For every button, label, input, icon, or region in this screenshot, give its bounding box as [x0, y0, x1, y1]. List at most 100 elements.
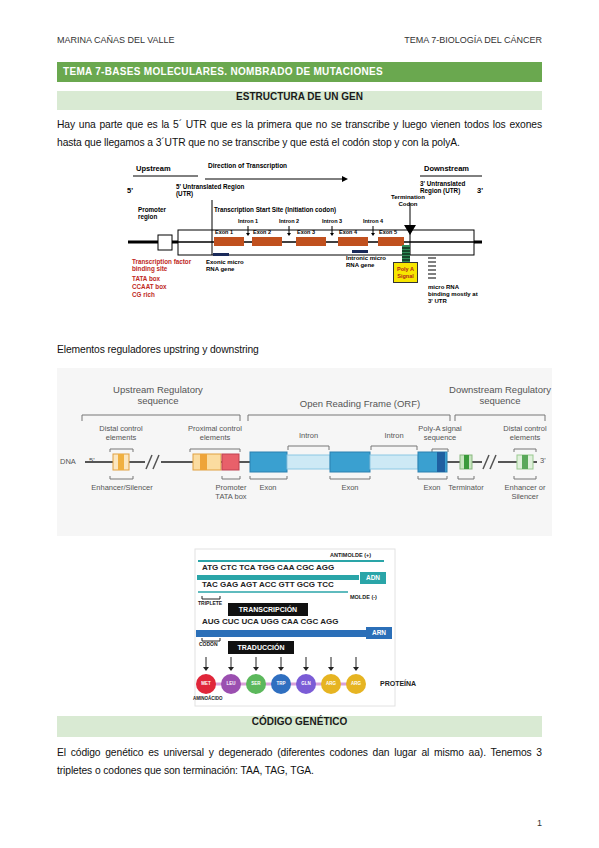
node-text: ADN: [366, 574, 380, 581]
intron-label: Intron 2: [275, 218, 303, 224]
regulatory-sequence-figure-part: [193, 454, 221, 470]
amino-acid-circle: SER: [246, 674, 266, 694]
gene-structure-figure-part: [402, 245, 410, 262]
body-text: El código genético es universal y degene…: [57, 744, 542, 780]
gene-structure-figure-part: [330, 233, 334, 236]
element-label: Enhancer or Silencer: [500, 484, 550, 501]
gene-structure-figure-part: [404, 225, 416, 235]
codon-label: Termination Codon: [386, 194, 430, 207]
promoter-element: CCAAT box: [132, 283, 202, 290]
gene-structure-figure-part: [338, 237, 368, 246]
amino-acid-circle: GLN: [296, 674, 316, 694]
process-box: TRANSCRIPCIÓN: [228, 603, 308, 616]
regulatory-sequence-figure-part: [437, 452, 445, 472]
gene-structure-figure-part: [213, 253, 229, 256]
gene-structure-figure-part: [289, 226, 290, 233]
node-text: Poly A Signal: [395, 266, 416, 278]
promoter-element: Transcription factor binding site: [132, 258, 202, 272]
mirna-label: micro RNA binding mostly at 3' UTR: [428, 284, 478, 305]
regulatory-sequence-figure-part: [250, 452, 287, 472]
node-text: TRADUCCIÓN: [237, 644, 284, 652]
page-number: 1: [530, 818, 542, 829]
element-label: Distal control elements: [91, 425, 151, 442]
intron-label: Intron 3: [318, 218, 346, 224]
promoter-element: CG rich: [132, 291, 202, 298]
strand-end: 5': [127, 187, 137, 195]
node-text: TRANSCRIPCIÓN: [239, 606, 297, 614]
regulatory-sequence-figure-part: [113, 454, 129, 470]
regulatory-sequence-figure-part: [482, 455, 498, 469]
central-dogma-figure-part: [197, 575, 359, 580]
gene-structure-figure-part: [402, 248, 410, 260]
gene-structure-figure-part: [352, 250, 368, 253]
gene-structure-figure-part: [205, 179, 342, 180]
central-dogma-figure-part: [195, 549, 395, 706]
gene-structure-figure-part: [126, 157, 484, 332]
node-text: ESTRUCTURA DE UN GEN: [236, 91, 363, 102]
gene-structure-figure-part: [428, 258, 436, 278]
body-text: Hay una parte que es la 5´ UTR que es la…: [57, 116, 542, 152]
header-topic: TEMA 7-BIOLOGÍA DEL CÁNCER: [300, 35, 542, 46]
regulatory-sequence-figure-part: [460, 455, 472, 469]
exon-label: Exon 5: [379, 229, 407, 235]
section-band: ESTRUCTURA DE UN GEN: [57, 91, 542, 110]
gene-structure-figure-part: [373, 226, 374, 233]
gene-structure-figure-part: [296, 237, 326, 246]
header-author: MARINA CAÑAS DEL VALLE: [57, 35, 307, 46]
gene-structure-figure-part: [332, 226, 333, 233]
node-text: ARG: [351, 682, 361, 687]
element-label: Intron: [280, 432, 337, 441]
regulatory-sequence-figure-part: [200, 454, 207, 470]
gene-structure-figure-part: [133, 176, 198, 177]
regulatory-sequence-figure-part: [464, 455, 469, 469]
regulatory-sequence-figure-part: [370, 455, 418, 469]
process-box: TRADUCCIÓN: [228, 641, 294, 654]
regulatory-sequence-figure-part: [330, 452, 370, 472]
arrow-label: Direction of Transcription: [208, 162, 338, 169]
regulatory-sequence-figure-part: [222, 454, 239, 470]
element-label: Exon: [330, 484, 370, 493]
section-title: TEMA 7-BASES MOLECULARES. NOMBRADO DE MU…: [57, 62, 542, 82]
gene-structure-figure-part: [248, 226, 249, 233]
amino-acid-circle: TRP: [271, 674, 291, 694]
gene-structure-figure-part: [214, 237, 244, 246]
element-label: Poly-A signal sequence: [410, 425, 470, 442]
regulatory-sequence-figure-part: [483, 455, 496, 469]
strand-note: MOLDE (-): [350, 594, 390, 600]
rna-sequence: AUG CUC UCA UGG CAA CGC AGG: [202, 618, 362, 627]
section-band: CÓDIGO GENÉTICO: [57, 716, 542, 737]
node-text: TRP: [277, 682, 286, 687]
dna-sequence: ATG CTC TCA TGG CAA CGC AGG: [202, 564, 362, 573]
node-text: SER: [251, 682, 260, 687]
central-dogma-figure-part: [202, 638, 220, 641]
product-label: PROTEÍNA: [380, 680, 425, 688]
gene-structure-figure-part: [212, 200, 213, 255]
gene-structure-figure-part: [178, 230, 474, 255]
regulatory-sequence-figure-part: [146, 455, 159, 469]
intron-label: Intron 4: [359, 218, 387, 224]
node-text: ARG: [326, 682, 336, 687]
central-dogma-figure: [195, 549, 395, 706]
gene-structure-figure-part: [287, 233, 291, 236]
regulatory-sequence-figure-part: [82, 415, 545, 421]
dna-sequence: TAC GAG AGT ACC GTT GCG TCC: [202, 581, 362, 590]
promoter-element: TATA box: [132, 275, 202, 282]
gene-structure-figure-part: [158, 235, 172, 250]
body-text: Elementos reguladores upstring y downstr…: [57, 343, 542, 356]
strand-note: TRIPLETE: [198, 601, 230, 607]
strand-note: ANTIMOLDE (+): [330, 552, 385, 558]
exon-label: Exon 4: [339, 229, 367, 235]
node-text: LEU: [227, 682, 236, 687]
strand-tag: ARN: [366, 627, 392, 639]
mirna-label: Intronic micro RNA gene: [346, 255, 390, 269]
central-dogma-figure-part: [196, 630, 366, 637]
node-text: ARN: [372, 629, 386, 636]
node-text: GLN: [301, 682, 311, 687]
intron-label: Intron 1: [234, 218, 262, 224]
exon-label: Exon 3: [297, 229, 325, 235]
central-dogma-figure-part: [198, 591, 348, 593]
gene-structure-figure: [126, 157, 484, 332]
region-label: Upstream: [136, 165, 196, 173]
gene-structure-figure-part: [371, 233, 375, 236]
